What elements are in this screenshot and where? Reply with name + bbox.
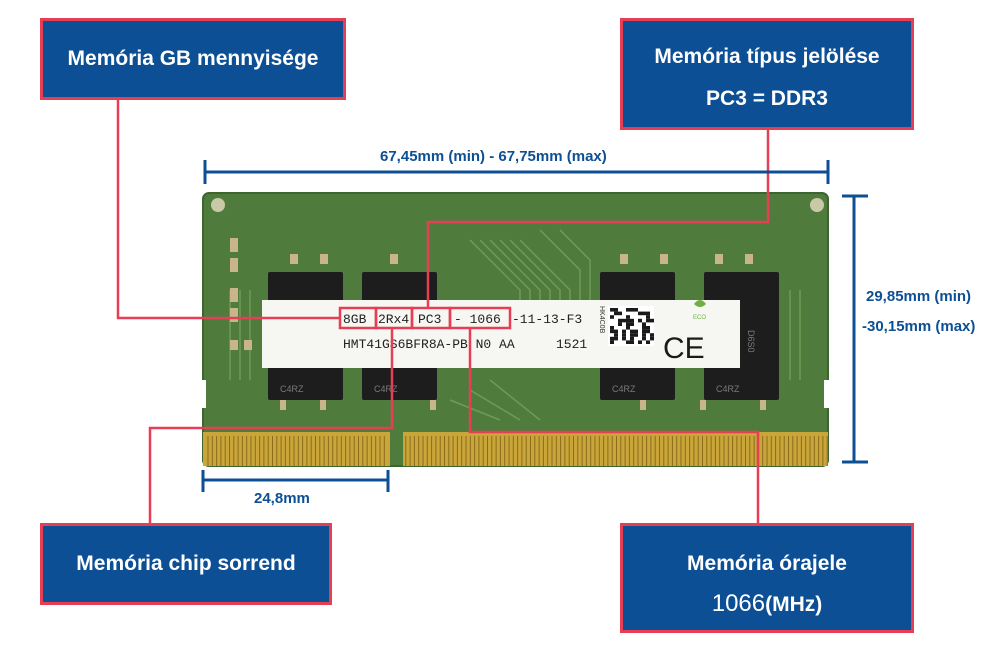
eco-label: ECO [693,315,706,321]
qr-module [626,340,630,344]
eco-icon [694,300,706,307]
sticker-side-code: HK4C0B [598,306,605,334]
mount-hole-right [810,198,824,212]
qr-module [646,318,650,323]
sticker-part-number: HMT41GS6BFR8A-PB N0 AA [343,337,515,352]
qr-module [618,311,622,316]
qr-module [642,329,646,334]
chip-label: C4RZ [716,384,740,394]
qr-module [646,311,650,316]
mount-hole-left [211,198,225,212]
qr-module [642,322,646,326]
qr-module [630,318,634,323]
qr-module [642,333,646,337]
qr-module [610,308,614,312]
qr-code [608,306,654,346]
qr-module [646,326,650,330]
qr-module [642,336,646,341]
qr-module [646,315,650,319]
qr-module [614,336,618,341]
qr-module [622,336,626,341]
width-dimension-label: 67,45mm (min) - 67,75mm (max) [380,148,607,165]
qr-module [610,336,614,341]
ce-mark: CE [663,332,705,365]
dimension-lines [201,160,868,492]
qr-module [630,340,634,344]
side-notch-right [824,380,834,408]
qr-module [650,318,654,323]
callout-connectors [116,100,770,523]
qr-module [642,326,646,330]
clock-speed-unit: (MHz) [765,593,823,616]
qr-module [634,329,638,334]
qr-module [630,336,634,341]
qr-module [622,333,626,337]
qr-module [622,318,626,323]
callout-memory-size: Memória GB mennyisége [40,18,346,100]
callout-clock-speed: Memória órajele 1066(MHz) [620,523,914,633]
notch-dimension-label: 24,8mm [254,490,310,507]
qr-module [618,322,622,326]
chip-label: C4RZ [612,384,636,394]
callout-clock-speed-label: Memória órajele [687,552,847,575]
sticker-timing: -11-13-F3 [512,312,582,327]
qr-module [638,318,642,323]
callout-memory-type: Memória típus jelölése PC3 = DDR3 [620,18,914,130]
callout-chip-order: Memória chip sorrend [40,523,332,605]
qr-module [610,329,614,334]
qr-module [630,333,634,337]
chip-label-vertical: D6S0 [746,330,756,353]
callout-chip-order-label: Memória chip sorrend [76,552,296,575]
qr-module [614,308,618,312]
qr-module [614,329,618,334]
qr-module [614,333,618,337]
callout-memory-type-label: Memória típus jelölése [654,45,880,68]
qr-module [634,308,638,312]
qr-module [646,329,650,334]
sticker-type: PC3 [418,312,441,327]
qr-module [622,329,626,334]
qr-module [626,326,630,330]
qr-module [646,340,650,344]
clock-speed-value: 1066 [711,590,766,617]
smd-components [230,238,766,410]
height-max-label: -30,15mm (max) [862,318,976,335]
qr-module [642,311,646,316]
sticker-size: 8GB [343,312,367,327]
qr-module [614,311,618,316]
qr-module [626,308,630,312]
qr-module [626,322,630,326]
qr-module [610,340,614,344]
side-notch-left [196,380,206,408]
height-min-label: 29,85mm (min) [866,288,972,305]
qr-module [626,318,630,323]
chip-label: C4RZ [280,384,304,394]
callout-memory-type-sub: PC3 = DDR3 [706,87,828,110]
label-sticker [262,300,740,368]
qr-module [638,340,642,344]
qr-module [610,315,614,319]
qr-module [610,326,614,330]
sticker-date-code: 1521 [556,337,587,352]
qr-module [630,329,634,334]
qr-module [634,333,638,337]
sticker-rank: 2Rx4 [378,312,409,327]
callout-memory-size-label: Memória GB mennyisége [67,47,319,70]
gold-contacts [203,432,828,466]
sticker-line1: 8GB 2Rx4 PC3 - 1066 -11-13-F3 [343,312,582,327]
qr-module [638,311,642,316]
qr-module [626,315,630,319]
qr-module [650,336,654,341]
chip-label: C4RZ [374,384,398,394]
qr-module [650,333,654,337]
qr-module [630,322,634,326]
qr-module [618,318,622,323]
qr-module [630,308,634,312]
sticker-speed: - 1066 [454,312,501,327]
